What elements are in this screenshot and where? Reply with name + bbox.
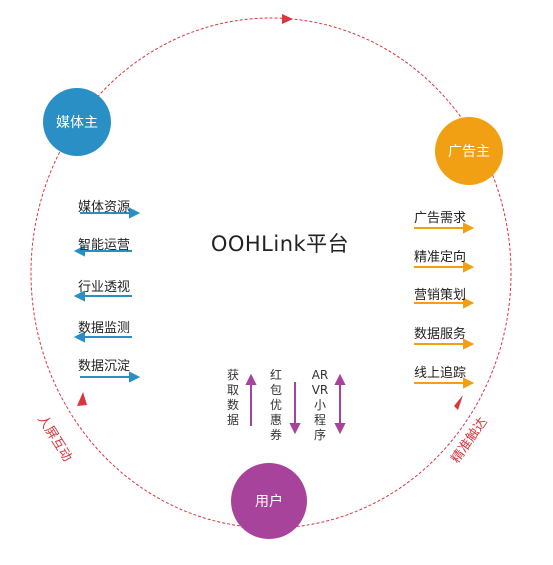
advertiser-service-2: 精准定向 (414, 250, 467, 265)
advertiser-service-4: 数据服务 (414, 327, 467, 342)
user-arrows (245, 373, 346, 435)
user-label: 用户 (255, 494, 283, 510)
user-feature-2: 红包优惠券 (269, 368, 282, 442)
advertiser-service-1: 广告需求 (414, 211, 467, 226)
media-owner-node[interactable]: 媒体主 (43, 88, 111, 156)
platform-title: OOHLink平台 (210, 232, 350, 256)
cycle-arrow-top (282, 14, 293, 24)
advertiser-label: 广告主 (448, 144, 490, 160)
cycle-ring (30, 17, 512, 529)
advertiser-node[interactable]: 广告主 (435, 117, 503, 185)
media-service-1: 媒体资源 (78, 200, 131, 215)
media-owner-label: 媒体主 (56, 115, 98, 131)
media-service-2: 智能运营 (78, 238, 131, 253)
cycle-arrow-left (77, 392, 87, 406)
media-arrows (73, 207, 141, 383)
user-feature-1: 获取数据 (226, 368, 239, 427)
advertiser-arrows (414, 222, 475, 389)
advertiser-service-5: 线上追踪 (414, 366, 467, 381)
advertiser-service-3: 营销策划 (414, 288, 467, 303)
user-node[interactable]: 用户 (231, 463, 307, 539)
media-service-5: 数据沉淀 (78, 359, 131, 374)
cycle-arrow-right (454, 395, 463, 410)
media-service-4: 数据监测 (78, 321, 131, 336)
media-service-3: 行业透视 (78, 280, 131, 295)
user-feature-3: AR VR 小程序 (311, 368, 329, 442)
